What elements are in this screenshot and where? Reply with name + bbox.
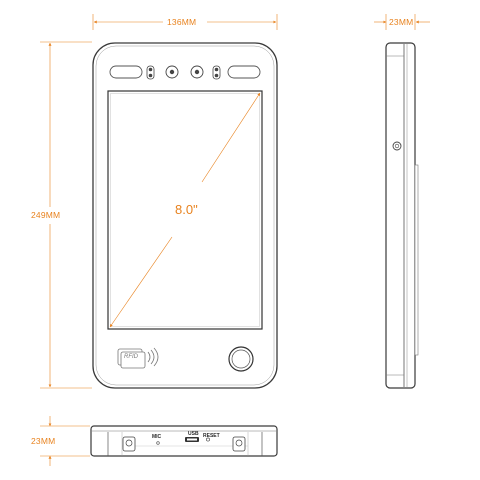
side-screw-icon — [392, 141, 402, 151]
usb-port-icon — [185, 437, 199, 442]
mic-label: MIC — [152, 434, 162, 440]
side-depth-dimension — [374, 14, 430, 30]
bottom-depth-dimension — [40, 416, 90, 466]
bottom-right-screw-icon — [232, 436, 246, 452]
camera-icon-2 — [190, 65, 204, 79]
reset-button-icon — [206, 437, 210, 442]
rfid-icon — [117, 347, 159, 369]
bottom-view — [90, 425, 278, 457]
height-dimension — [40, 41, 92, 389]
height-label: 249MM — [31, 210, 61, 220]
bottom-depth-label: 23MM — [31, 436, 56, 446]
width-label: 136MM — [167, 17, 197, 27]
side-depth-label: 23MM — [389, 17, 414, 27]
screen — [107, 90, 263, 330]
width-dimension — [92, 14, 278, 30]
mic-hole-icon — [156, 441, 160, 445]
usb-label: USB — [188, 431, 199, 437]
screen-diagonal-label: 8.0" — [175, 202, 198, 217]
front-view — [92, 42, 278, 389]
side-view — [385, 42, 419, 389]
reset-label: RESET — [203, 433, 220, 439]
camera-icon — [165, 65, 179, 79]
bottom-left-screw-icon — [122, 436, 136, 452]
fingerprint-sensor-icon — [228, 346, 254, 372]
screen-diagonal-dimension — [109, 92, 261, 328]
rfid-label: RFID — [124, 354, 138, 360]
left-sensor-window — [109, 65, 143, 79]
right-sensor-window — [227, 65, 261, 79]
